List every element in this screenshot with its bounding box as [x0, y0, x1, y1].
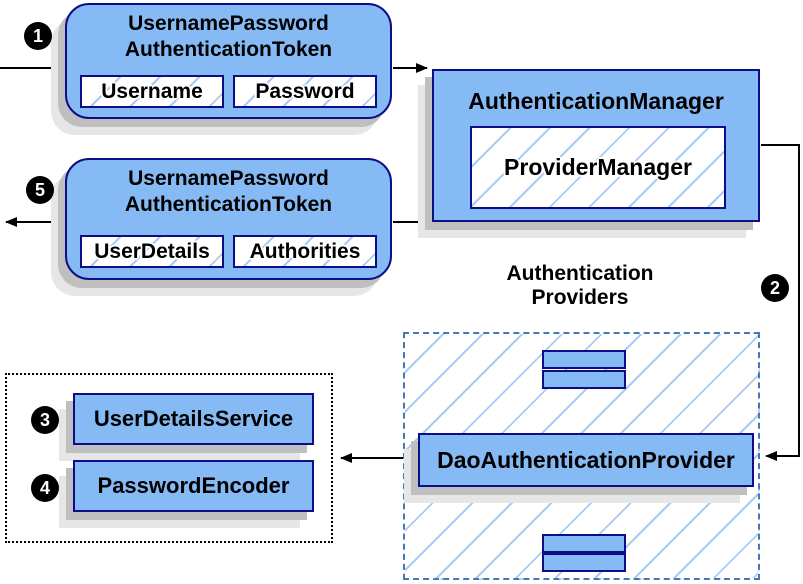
provider-stub-bar-top-1	[542, 350, 626, 369]
providers-heading-line1: Authentication	[506, 262, 654, 285]
step-1-badge: 1	[24, 22, 52, 50]
authentication-manager-box: AuthenticationManager ProviderManager	[432, 69, 760, 222]
response-token-title-line1: UsernamePassword	[128, 167, 329, 190]
step-3-number: 3	[39, 409, 50, 430]
request-token-fields: Username Password	[80, 75, 377, 108]
step-5-number: 5	[34, 179, 45, 200]
authorities-field: Authorities	[233, 235, 377, 268]
step-5-badge: 5	[26, 176, 54, 204]
authorities-field-label: Authorities	[249, 239, 361, 263]
username-field: Username	[80, 75, 224, 108]
dao-authentication-provider-box: DaoAuthenticationProvider	[418, 433, 754, 487]
response-token-title: UsernamePassword AuthenticationToken	[67, 166, 390, 218]
provider-stub-bar-top-2	[542, 370, 626, 389]
providers-heading-line2: Providers	[531, 286, 629, 309]
user-details-service-box: UserDetailsService	[73, 393, 314, 445]
step-4-badge: 4	[31, 474, 59, 502]
step-2-number: 2	[769, 277, 780, 298]
password-encoder-box: PasswordEncoder	[73, 460, 314, 512]
user-details-field: UserDetails	[80, 235, 224, 268]
step-1-number: 1	[32, 25, 43, 46]
dao-authentication-provider-label: DaoAuthenticationProvider	[437, 446, 735, 473]
manager-to-provider-arrow	[761, 144, 800, 461]
provider-stub-bar-bottom-2	[542, 553, 626, 572]
step-4-number: 4	[39, 477, 50, 498]
request-token-title: UsernamePassword AuthenticationToken	[67, 11, 390, 63]
username-field-label: Username	[101, 79, 203, 103]
providers-group-box: DaoAuthenticationProvider	[403, 332, 760, 580]
password-encoder-label: PasswordEncoder	[97, 473, 290, 498]
response-token-box: UsernamePassword AuthenticationToken Use…	[65, 158, 392, 280]
providers-heading: Authentication Providers	[455, 262, 705, 310]
step-3-badge: 3	[31, 406, 59, 434]
provider-stub-bar-bottom-1	[542, 534, 626, 553]
provider-manager-box: ProviderManager	[470, 126, 726, 209]
request-token-box: UsernamePassword AuthenticationToken Use…	[65, 3, 392, 119]
response-token-fields: UserDetails Authorities	[80, 235, 377, 268]
user-details-field-label: UserDetails	[94, 239, 210, 263]
authentication-manager-title: AuthenticationManager	[468, 88, 724, 114]
services-group-box: 3 UserDetailsService 4 PasswordEncoder	[5, 373, 333, 543]
request-token-title-line1: UsernamePassword	[128, 12, 329, 35]
provider-manager-label: ProviderManager	[504, 154, 692, 180]
request-token-title-line2: AuthenticationToken	[124, 38, 333, 61]
password-field-label: Password	[255, 79, 355, 103]
step-2-badge: 2	[761, 274, 789, 302]
response-token-title-line2: AuthenticationToken	[124, 193, 333, 216]
password-field: Password	[233, 75, 377, 108]
user-details-service-label: UserDetailsService	[93, 406, 294, 431]
